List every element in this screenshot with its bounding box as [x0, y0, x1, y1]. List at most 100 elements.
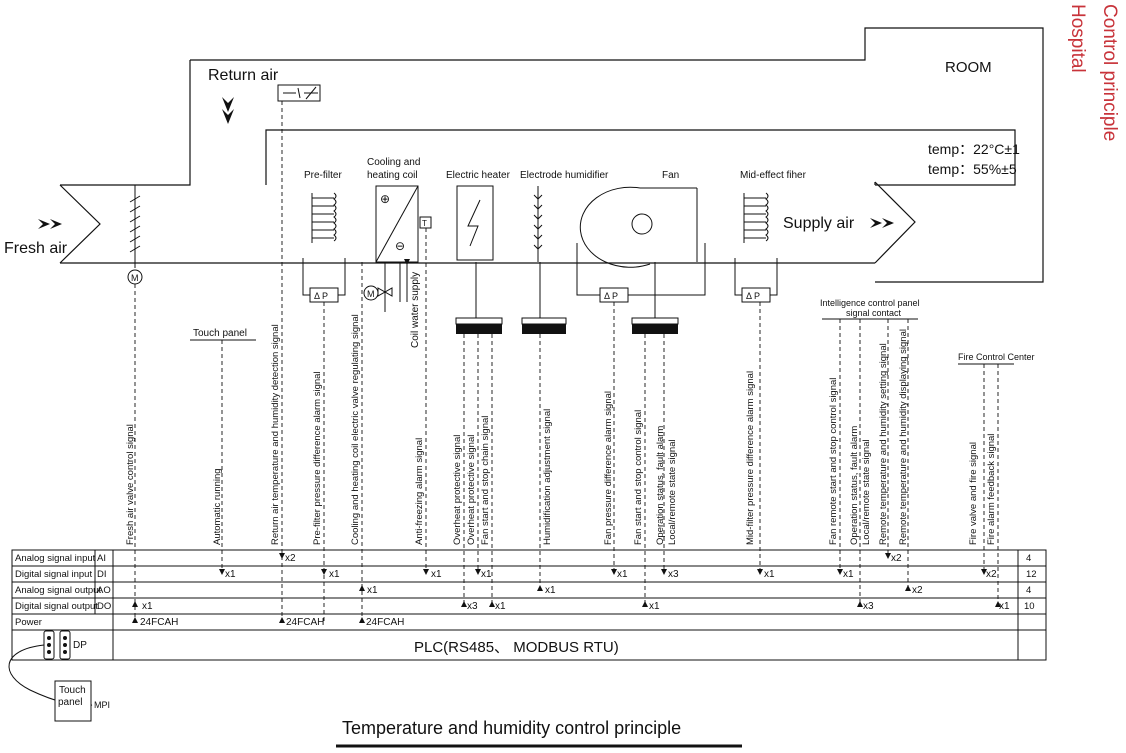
svg-text:x3: x3	[863, 601, 874, 612]
svg-text:24FCAH: 24FCAH	[286, 617, 324, 628]
pre-filter-icon	[311, 192, 337, 243]
svg-text:x1: x1	[142, 601, 153, 612]
touch-panel-box-label-2: panel	[58, 697, 82, 708]
heater-contactor-icon	[455, 262, 503, 334]
signal-fan-pressure: Fan pressure difference alarm signal	[603, 391, 614, 545]
fresh-air-arrow-icon	[38, 219, 62, 229]
damper-motor-icon: M	[127, 269, 143, 285]
svg-text:x1: x1	[367, 585, 378, 596]
signal-coil-valve: Cooling and heating coil electric valve …	[350, 314, 361, 545]
svg-text:x1: x1	[329, 569, 340, 580]
io-code-do: DO	[97, 601, 111, 612]
signal-fan-chain: Fan start and stop chain signal	[480, 416, 491, 545]
svg-text:M: M	[131, 273, 139, 283]
intelligence-panel-label-1: Intelligence control panel	[820, 298, 920, 308]
svg-text:24FCAH: 24FCAH	[140, 617, 178, 628]
dp-connector-icon	[43, 630, 71, 660]
fresh-air-damper-icon	[129, 185, 141, 268]
fan-contactor-icon	[631, 262, 679, 334]
fire-center-label: Fire Control Center	[958, 352, 1035, 362]
coil-icon	[375, 185, 419, 263]
signal-overheat-1: Overheat protective signal	[452, 435, 463, 545]
signal-lines	[134, 101, 999, 622]
return-air-sensor-icon	[277, 84, 321, 102]
plc-label: PLC(RS485、 MODBUS RTU)	[414, 639, 619, 656]
svg-text:x1: x1	[649, 601, 660, 612]
svg-text:x1: x1	[764, 569, 775, 580]
electric-heater-icon	[456, 185, 494, 261]
signal-return-air-detect: Return air temperature and humidity dete…	[270, 324, 281, 545]
fresh-air-label: Fresh air	[4, 240, 68, 257]
coil-valve-icon: M	[363, 262, 393, 312]
humidifier-contactor-icon	[521, 262, 567, 334]
svg-text:x1: x1	[843, 569, 854, 580]
supply-air-arrow-icon	[870, 218, 894, 228]
svg-text:24FCAH: 24FCAH	[366, 617, 404, 628]
signal-ic-local-remote: Local/remote state signal	[861, 439, 872, 545]
side-title-control-principle: Control principle	[1099, 4, 1120, 142]
svg-text:Δ P: Δ P	[604, 291, 618, 301]
prefilter-pressure-sensor-icon: Δ P	[302, 258, 346, 303]
humidifier-icon	[533, 186, 543, 262]
signal-operation-status: Operation status, fault alarm	[655, 426, 666, 545]
signal-fresh-air-valve: Fresh air valve control signal	[125, 424, 136, 545]
signal-labels: Fresh air valve control signal Automatic…	[125, 314, 997, 545]
return-air-arrow-icon	[222, 97, 234, 124]
signal-fan-control: Fan start and stop control signal	[633, 410, 644, 545]
signal-remote-setting: Remote temperature and humidity setting …	[878, 343, 889, 545]
room-temp-line: temp：22°C±1	[928, 141, 1020, 157]
signal-humidification: Humidification adjustment signal	[542, 409, 553, 545]
signal-overheat-2: Overheat protective signal	[466, 435, 477, 545]
coil-water-supply-lines	[399, 259, 410, 302]
room-humidity-line: temp：55%±5	[928, 161, 1017, 177]
dp-label: DP	[73, 640, 87, 651]
svg-text:x3: x3	[668, 569, 679, 580]
svg-text:x1: x1	[617, 569, 628, 580]
svg-text:x1: x1	[431, 569, 442, 580]
room-label: ROOM	[945, 59, 992, 76]
io-label-di: Digital signal input	[15, 569, 92, 580]
coil-cooling-symbol: ⊖	[395, 239, 405, 253]
io-code-di: DI	[97, 569, 107, 580]
svg-text:x2: x2	[285, 553, 296, 564]
svg-text:Δ P: Δ P	[746, 291, 760, 301]
svg-text:M: M	[367, 289, 375, 299]
fan-pressure-sensor-icon: Δ P	[576, 243, 706, 303]
io-label-power: Power	[15, 617, 42, 628]
signal-local-remote: Local/remote state signal	[667, 439, 678, 545]
duct-outline	[59, 27, 1044, 283]
midfilter-pressure-sensor-icon: Δ P	[734, 258, 778, 303]
io-row-labels: Analog signal input AI 4 Digital signal …	[15, 553, 1037, 628]
signal-ic-operation-status: Operation status, fault alarm	[849, 426, 860, 545]
svg-text:x2: x2	[891, 553, 902, 564]
signal-remote-start-stop: Fan remote start and stop control signal	[828, 378, 839, 545]
svg-text:x2: x2	[912, 585, 923, 596]
svg-text:x2: x2	[986, 569, 997, 580]
signal-fire-valve: Fire valve and fire signal	[968, 442, 979, 545]
temp-sensor-icon: T	[419, 216, 432, 229]
coil-heating-symbol: ⊕	[380, 192, 390, 206]
svg-text:T: T	[422, 219, 427, 228]
signal-fire-feedback: Fire alarm feedback signal	[986, 434, 997, 545]
io-count-do: 10	[1024, 601, 1035, 612]
io-code-ai: AI	[97, 553, 106, 564]
io-code-ao: AO	[97, 585, 111, 596]
svg-text:x1: x1	[481, 569, 492, 580]
supply-air-label: Supply air	[783, 215, 855, 232]
svg-text:x3: x3	[467, 601, 478, 612]
intelligence-panel-label-2: signal contact	[846, 308, 902, 318]
touch-panel-label: Touch panel	[193, 328, 247, 339]
io-table	[11, 549, 1047, 661]
pre-filter-label: Pre-filter	[304, 170, 342, 181]
humidifier-label: Electrode humidifier	[520, 170, 609, 181]
io-count-di: 12	[1026, 569, 1037, 580]
svg-text:x1: x1	[545, 585, 556, 596]
svg-text:x1: x1	[495, 601, 506, 612]
caption: Temperature and humidity control princip…	[342, 718, 681, 738]
coil-water-supply-label: Coil water supply	[410, 272, 421, 348]
svg-text:Δ P: Δ P	[314, 291, 328, 301]
coil-label-1: Cooling and	[367, 157, 420, 168]
fan-icon	[579, 186, 698, 268]
svg-text:x1: x1	[225, 569, 236, 580]
